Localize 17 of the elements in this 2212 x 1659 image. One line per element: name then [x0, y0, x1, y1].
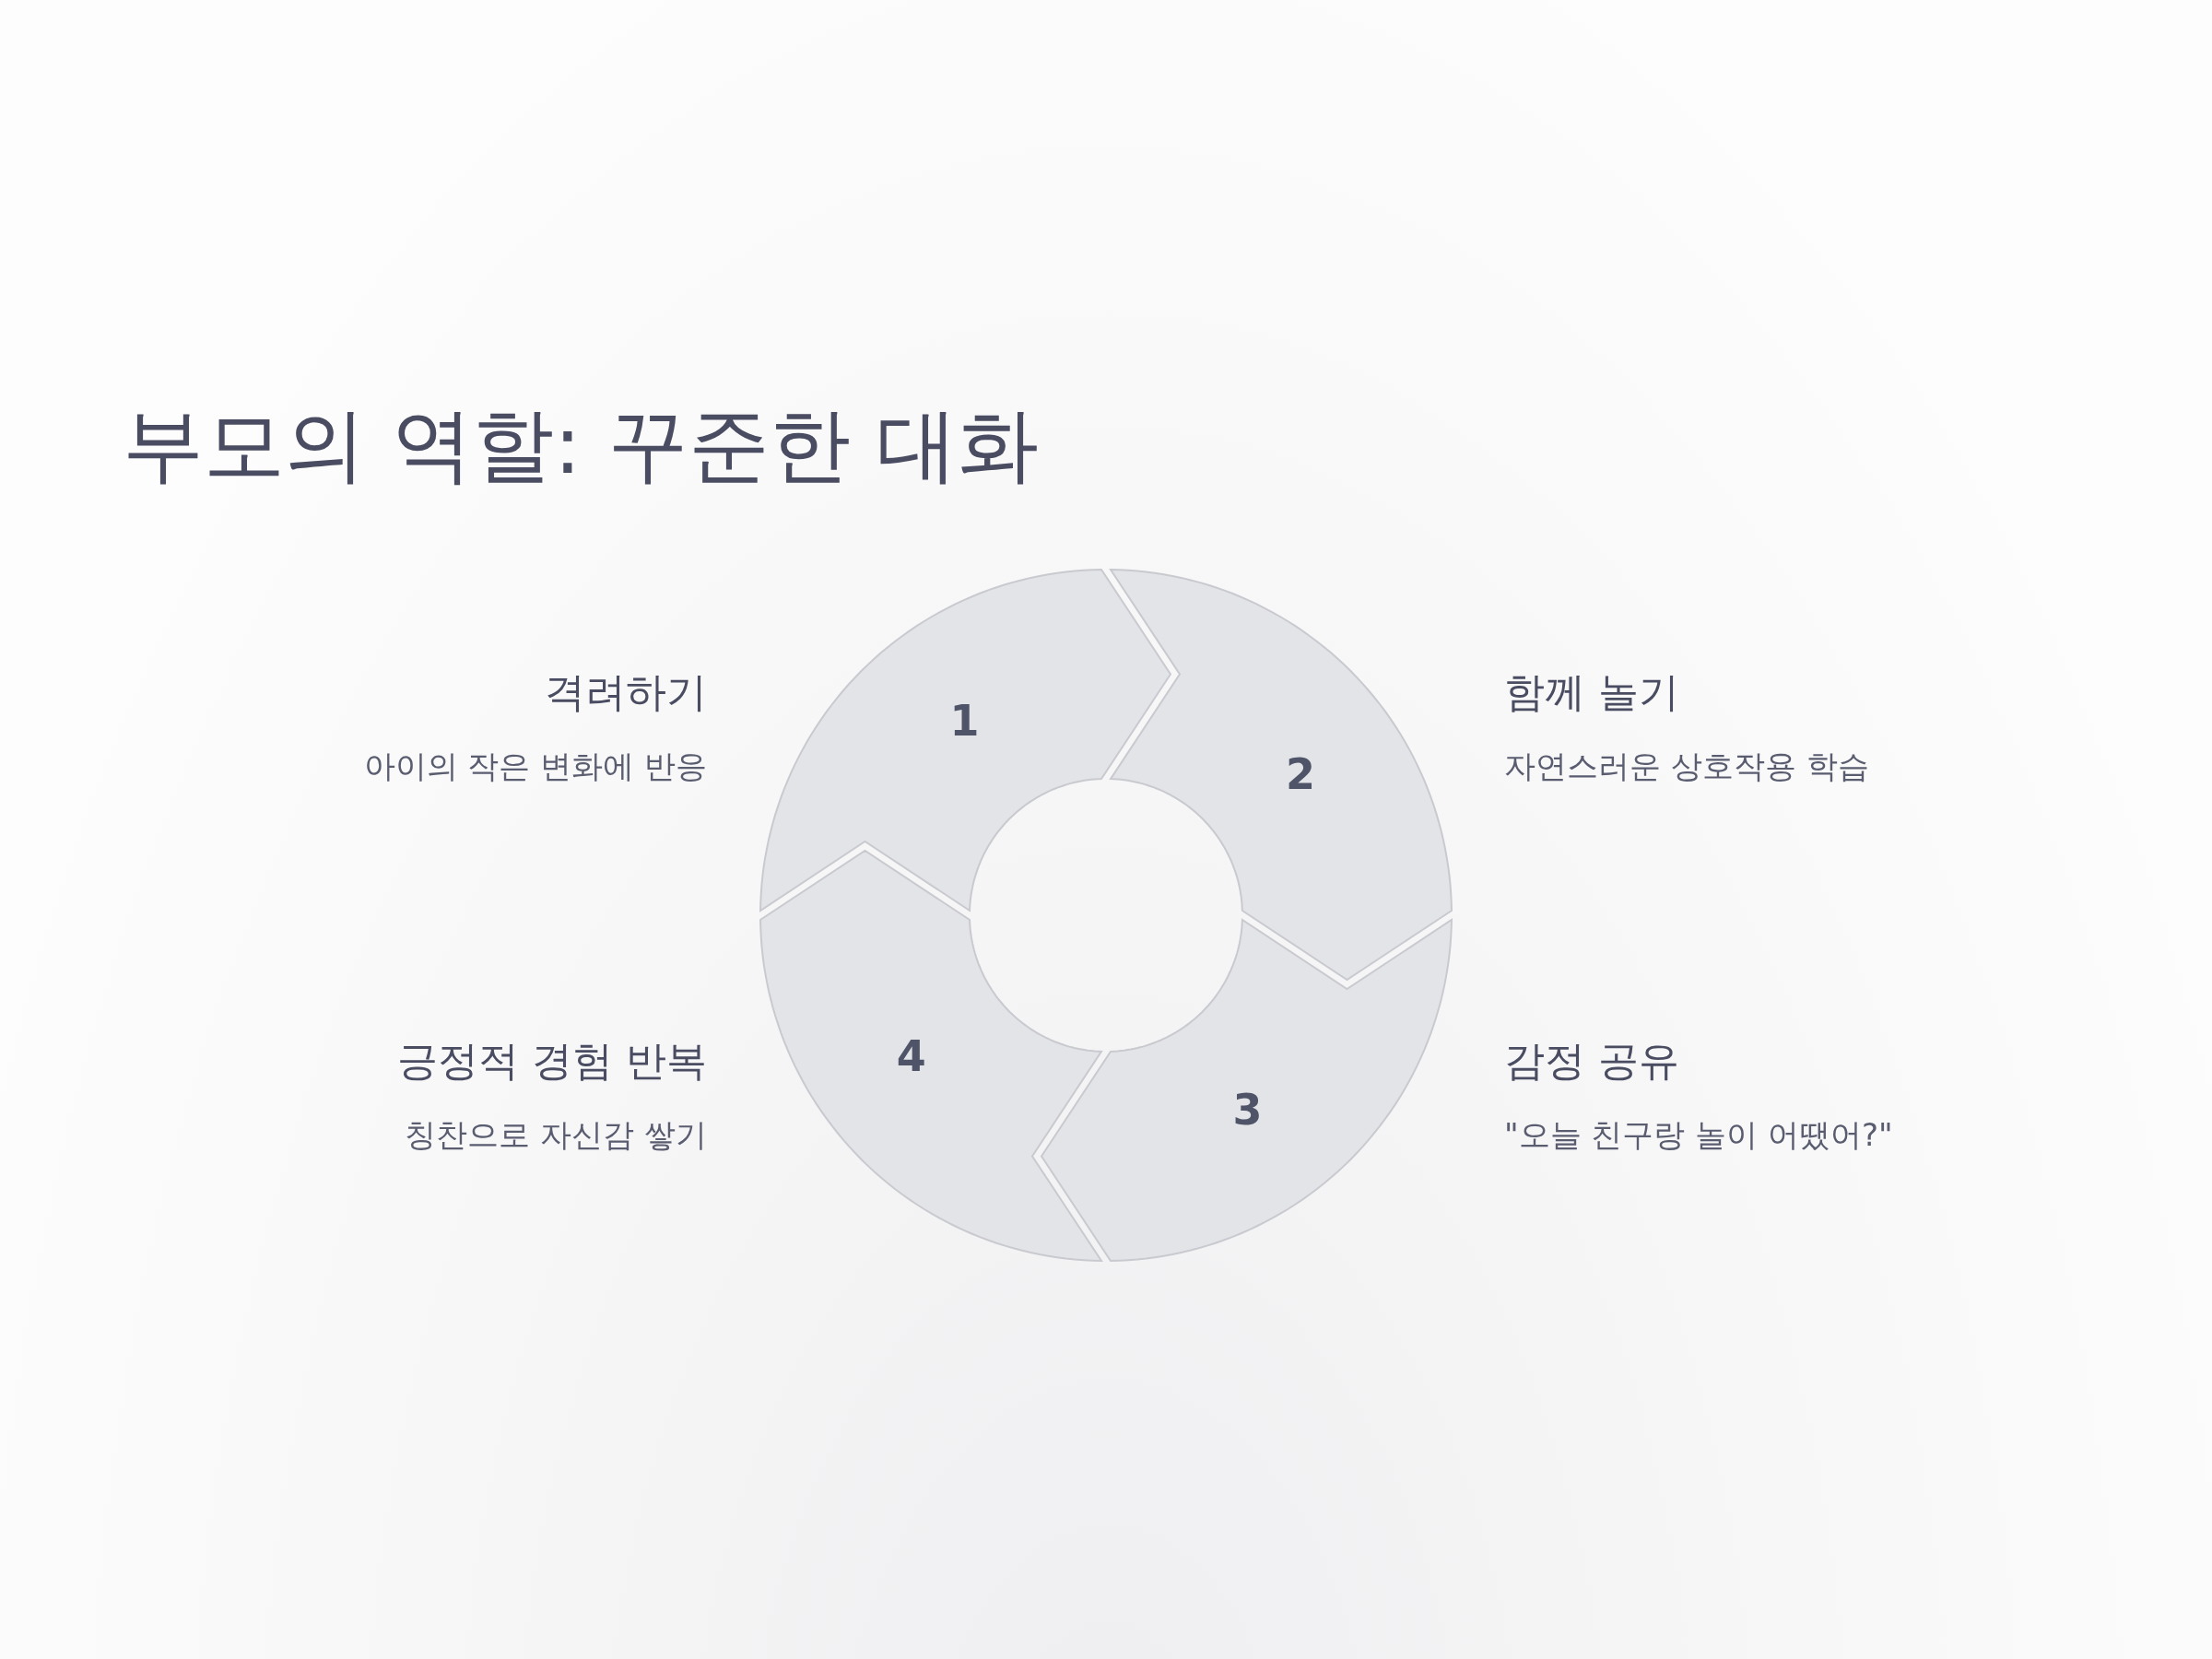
ring-segment	[1038, 916, 1455, 1265]
ring-segment	[757, 566, 1174, 914]
step-number: 4	[896, 1035, 926, 1078]
step-description: "오늘 친구랑 놀이 어땠어?"	[1504, 1115, 1893, 1154]
step-number: 3	[1232, 1088, 1263, 1132]
step-description: 아이의 작은 변화에 반응	[363, 747, 707, 785]
ring-segment	[1107, 566, 1455, 983]
step-description: 칭찬으로 자신감 쌓기	[405, 1115, 707, 1154]
title: 부모의 역할: 꾸준한 대화	[123, 396, 1039, 494]
step-number: 2	[1286, 752, 1316, 795]
step-description: 자연스러운 상호작용 학습	[1504, 747, 1869, 785]
step-number: 1	[949, 699, 980, 742]
step-heading: 격려하기	[545, 667, 707, 717]
step-heading: 감정 공유	[1504, 1036, 1679, 1086]
ring-segment	[757, 847, 1105, 1265]
step-heading: 긍정적 경험 반복	[397, 1036, 707, 1086]
step-heading: 함께 놀기	[1504, 667, 1679, 717]
